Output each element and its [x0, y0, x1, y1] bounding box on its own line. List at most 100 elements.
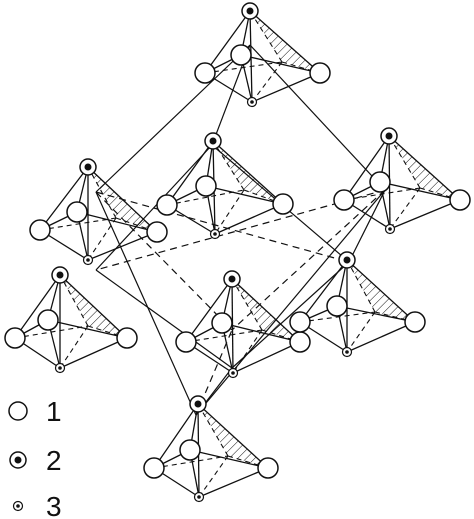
- legend: 1 2 3: [8, 396, 62, 519]
- hidden-edge: [346, 259, 376, 313]
- atom-type-3-dot: [213, 232, 217, 236]
- bond-edge: [189, 449, 269, 469]
- atom-type-1: [449, 189, 471, 211]
- tetrahedron: [4, 266, 138, 374]
- atom-type-1: [326, 295, 348, 317]
- bond-edge: [389, 199, 461, 230]
- hidden-edge: [197, 403, 229, 457]
- hidden-edge: [153, 455, 229, 469]
- hidden-edge: [346, 311, 376, 353]
- frame-edge: [231, 261, 350, 369]
- atom-type-1: [29, 219, 51, 241]
- legend-label-1: 1: [46, 396, 62, 427]
- frame-edge: [249, 44, 386, 191]
- atom-type-3-dot: [197, 495, 201, 499]
- atom-type-1: [369, 171, 391, 193]
- hidden-edge: [185, 329, 263, 343]
- legend-marker-2-dot: [14, 456, 22, 464]
- atom-type-1: [257, 457, 279, 479]
- legend-label-3: 3: [46, 491, 62, 519]
- hidden-edge: [87, 166, 117, 219]
- hidden-edge: [388, 135, 421, 189]
- atom-type-1: [194, 62, 216, 84]
- bond-edge: [346, 321, 416, 353]
- bond-edge: [346, 259, 416, 323]
- atom-type-1: [175, 331, 197, 353]
- atom-type-2-dot: [56, 271, 64, 279]
- bond-edge: [76, 211, 158, 233]
- atom-type-1: [195, 175, 217, 197]
- tetrahedron: [143, 395, 279, 503]
- tetrahedron: [194, 2, 331, 108]
- bond-edge: [343, 135, 390, 201]
- atom-type-1: [289, 311, 311, 333]
- hidden-edge: [261, 329, 301, 343]
- atom-type-1: [66, 201, 88, 223]
- legend-marker-3-dot: [16, 504, 20, 508]
- atom-type-2-dot: [228, 275, 236, 283]
- bond-edge: [232, 341, 301, 374]
- atom-type-1: [272, 193, 294, 215]
- unit-cell-frame: [95, 44, 386, 416]
- bond-edge: [214, 203, 284, 235]
- bond-edge: [336, 305, 416, 323]
- hidden-edge: [212, 140, 245, 191]
- bond-edge: [59, 274, 128, 339]
- atom-type-1: [404, 311, 426, 333]
- atom-type-3-dot: [86, 258, 90, 262]
- tetrahedron: [289, 251, 426, 358]
- bond-edge: [87, 231, 158, 261]
- bond-edge: [197, 403, 269, 469]
- atom-type-2-dot: [209, 137, 217, 145]
- hidden-edge: [204, 61, 283, 74]
- bond-edge: [251, 72, 321, 103]
- atom-type-2-dot: [385, 132, 393, 140]
- hidden-edge: [166, 189, 245, 206]
- atom-type-2-dot: [84, 163, 92, 171]
- bond-edge: [59, 337, 128, 369]
- atom-type-1: [211, 312, 233, 334]
- atom-type-1: [143, 457, 165, 479]
- bond-edge: [212, 140, 284, 205]
- tetrahedron: [333, 127, 471, 235]
- hidden-edge: [343, 187, 421, 201]
- atom-type-3-dot: [231, 371, 235, 375]
- hidden-edge: [374, 311, 416, 323]
- frame-edge: [195, 189, 386, 416]
- tetrahedron: [156, 132, 294, 240]
- frame-edge: [95, 191, 197, 416]
- bond-edge: [166, 140, 214, 206]
- frame-edge: [95, 44, 251, 193]
- bond-edge: [249, 10, 321, 74]
- hidden-edge: [14, 325, 89, 339]
- atom-type-3-dot: [345, 350, 349, 354]
- atom-type-1: [156, 194, 178, 216]
- bond-edge: [185, 278, 233, 343]
- atom-type-3-dot: [58, 366, 62, 370]
- frame-edge: [95, 269, 233, 369]
- bond-edge: [198, 467, 269, 498]
- atom-type-1: [37, 309, 59, 331]
- bond-edge: [388, 135, 461, 201]
- atom-type-3-dot: [388, 227, 392, 231]
- hidden-edge: [59, 274, 89, 327]
- bond-edge: [204, 10, 251, 74]
- hidden-edge: [419, 187, 461, 201]
- bond-edge: [47, 319, 128, 339]
- bond-edge: [205, 185, 284, 205]
- bond-edge: [87, 166, 158, 233]
- tetrahedron: [175, 270, 311, 379]
- hidden-edge: [299, 311, 376, 323]
- atom-type-2-dot: [194, 400, 202, 408]
- tetrahedra-group: [4, 2, 471, 503]
- hidden-edge: [231, 278, 263, 331]
- atom-type-2-dot: [246, 7, 254, 15]
- hidden-edge: [249, 10, 283, 63]
- legend-label-2: 2: [46, 445, 62, 476]
- frame-edge: [348, 189, 386, 263]
- hidden-edge: [87, 325, 128, 339]
- atom-type-1: [146, 221, 168, 243]
- hidden-edge: [243, 189, 284, 205]
